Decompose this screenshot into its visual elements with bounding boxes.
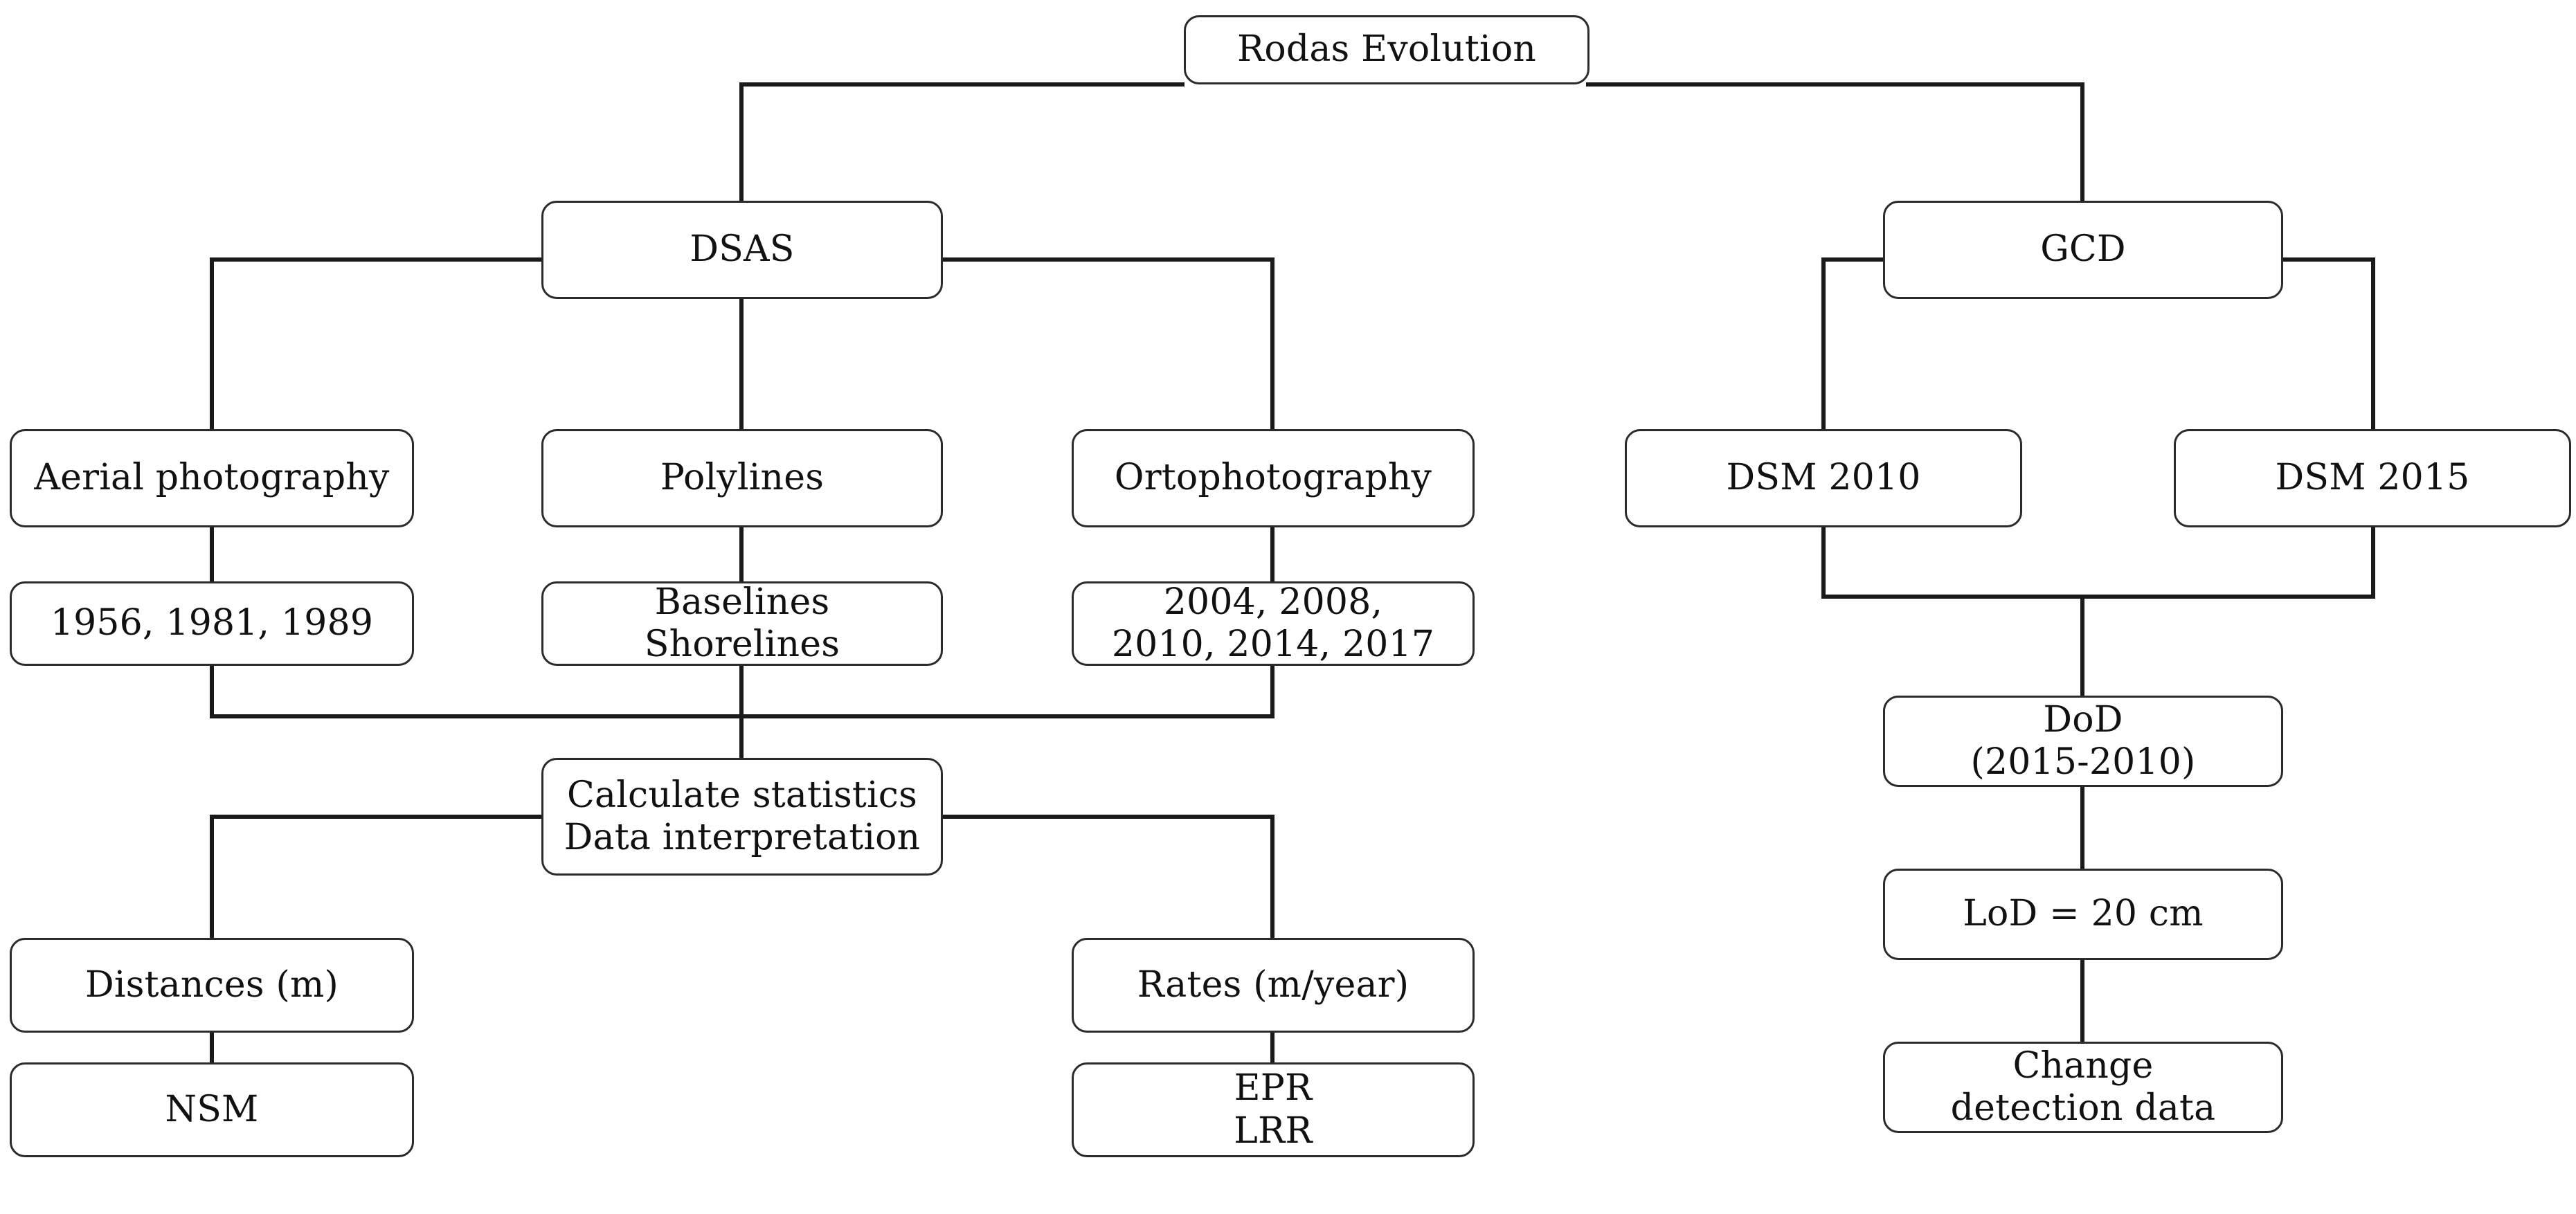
- label-line-2: LRR: [1234, 1109, 1313, 1152]
- node-baselines-shorelines-label: Baselines Shorelines: [543, 581, 941, 667]
- label-line-2: Shorelines: [644, 624, 840, 665]
- node-orto-years-label: 2004, 2008, 2010, 2014, 2017: [1074, 581, 1472, 667]
- label-line-2: detection data: [1950, 1087, 2216, 1129]
- node-change-detection[interactable]: Change detection data: [1883, 1042, 2283, 1133]
- node-gcd[interactable]: GCD: [1883, 201, 2283, 299]
- node-nsm[interactable]: NSM: [10, 1062, 414, 1157]
- node-polylines-label: Polylines: [660, 457, 825, 499]
- node-change-detection-label: Change detection data: [1885, 1045, 2281, 1130]
- node-rates[interactable]: Rates (m/year): [1072, 938, 1475, 1033]
- node-epr-lrr-label: EPR LRR: [1074, 1067, 1472, 1152]
- edge-dsas-orto: [941, 257, 1275, 431]
- edge-dsas-aerial: [210, 257, 542, 431]
- node-nsm-label: NSM: [165, 1088, 259, 1130]
- edge-gcd-dsm2010: [1821, 257, 1885, 431]
- node-calculate-statistics[interactable]: Calculate statistics Data interpretation: [541, 758, 943, 876]
- node-lod[interactable]: LoD = 20 cm: [1883, 869, 2283, 960]
- node-aerial-years-label: 1956, 1981, 1989: [50, 602, 374, 644]
- edge-gcd-dsm2015: [2280, 257, 2375, 431]
- node-aerial-years[interactable]: 1956, 1981, 1989: [10, 581, 414, 666]
- node-distances[interactable]: Distances (m): [10, 938, 414, 1033]
- label-line-2: 2010, 2014, 2017: [1111, 624, 1435, 665]
- edge-root-gcd: [1586, 82, 2084, 203]
- label-line-1: DoD: [2043, 698, 2123, 741]
- node-dsm-2010-label: DSM 2010: [1726, 457, 1921, 499]
- node-calculate-statistics-label: Calculate statistics Data interpretation: [543, 774, 941, 860]
- node-dsm-2010[interactable]: DSM 2010: [1625, 429, 2022, 527]
- node-lod-label: LoD = 20 cm: [1963, 893, 2204, 935]
- label-line-1: EPR: [1234, 1067, 1313, 1109]
- node-root[interactable]: Rodas Evolution: [1184, 15, 1589, 84]
- node-baselines-shorelines[interactable]: Baselines Shorelines: [541, 581, 943, 666]
- edge-calc-rates: [941, 815, 1275, 940]
- node-dsas-label: DSAS: [690, 228, 795, 271]
- label-line-1: 2004, 2008,: [1163, 581, 1383, 623]
- node-polylines[interactable]: Polylines: [541, 429, 943, 527]
- node-rates-label: Rates (m/year): [1137, 963, 1409, 1006]
- node-dod-label: DoD (2015-2010): [1885, 699, 2281, 784]
- label-line-2: Data interpretation: [564, 817, 921, 858]
- label-line-1: Change: [2012, 1044, 2154, 1087]
- node-ortophotography[interactable]: Ortophotography: [1072, 429, 1475, 527]
- edge-calc-distances: [210, 815, 542, 940]
- node-dsm-2015[interactable]: DSM 2015: [2174, 429, 2571, 527]
- node-distances-label: Distances (m): [85, 963, 339, 1006]
- node-dsm-2015-label: DSM 2015: [2275, 457, 2470, 499]
- node-ortophotography-label: Ortophotography: [1114, 457, 1432, 499]
- node-aerial-photography[interactable]: Aerial photography: [10, 429, 414, 527]
- node-aerial-photography-label: Aerial photography: [34, 457, 390, 499]
- node-root-label: Rodas Evolution: [1236, 28, 1537, 71]
- edge-root-dsas: [739, 82, 1185, 203]
- label-line-2: (2015-2010): [1970, 741, 2196, 783]
- node-dod[interactable]: DoD (2015-2010): [1883, 696, 2283, 787]
- node-orto-years[interactable]: 2004, 2008, 2010, 2014, 2017: [1072, 581, 1475, 666]
- node-dsas[interactable]: DSAS: [541, 201, 943, 299]
- label-line-1: Calculate statistics: [567, 774, 917, 816]
- label-line-1: Baselines: [654, 581, 830, 623]
- node-gcd-label: GCD: [2040, 228, 2126, 271]
- node-epr-lrr[interactable]: EPR LRR: [1072, 1062, 1475, 1157]
